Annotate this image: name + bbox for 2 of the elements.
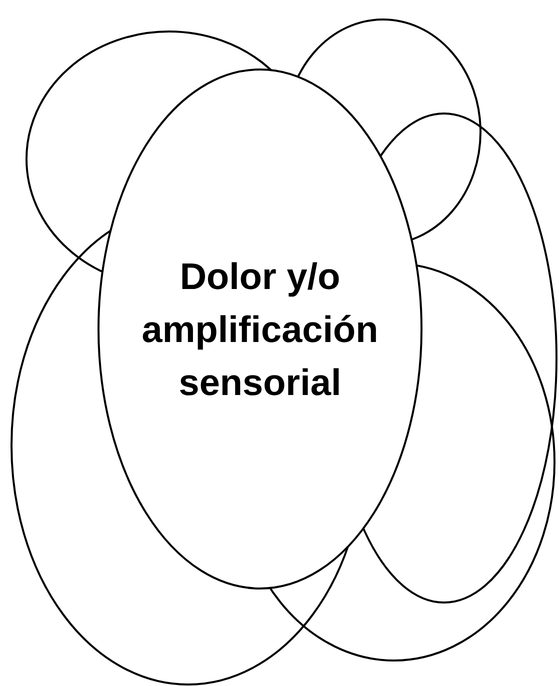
ellipse-shape	[97, 68, 423, 590]
node-label: Dolor y/o amplificación sensorial	[140, 254, 380, 404]
